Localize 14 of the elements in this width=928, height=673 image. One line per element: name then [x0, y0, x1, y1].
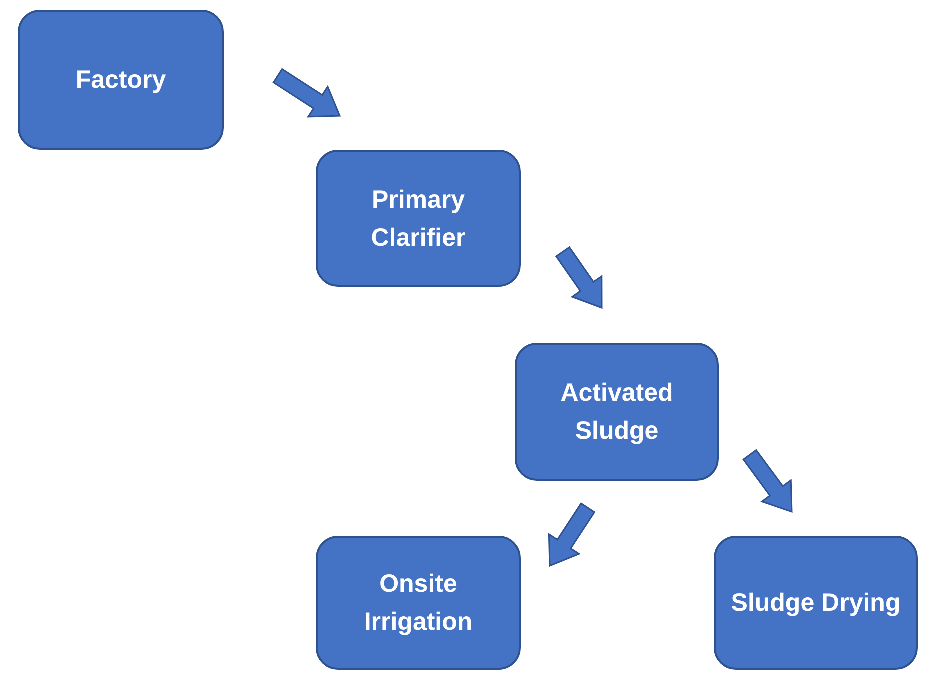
box-label: Primary Clarifier [370, 184, 467, 254]
box-label: Onsite Irrigation [363, 569, 474, 638]
block-arrow [555, 246, 603, 310]
process-box [316, 536, 521, 670]
block-arrow [742, 449, 793, 514]
process-box [515, 343, 719, 481]
process-box [18, 10, 224, 150]
box-label: Factory [76, 65, 166, 96]
process-box [714, 536, 918, 670]
block-arrow [272, 68, 342, 118]
process-box [316, 150, 521, 287]
box-label: Sludge Drying [731, 588, 901, 619]
box-label: Activated Sludge [560, 378, 674, 447]
block-arrow [548, 502, 596, 568]
